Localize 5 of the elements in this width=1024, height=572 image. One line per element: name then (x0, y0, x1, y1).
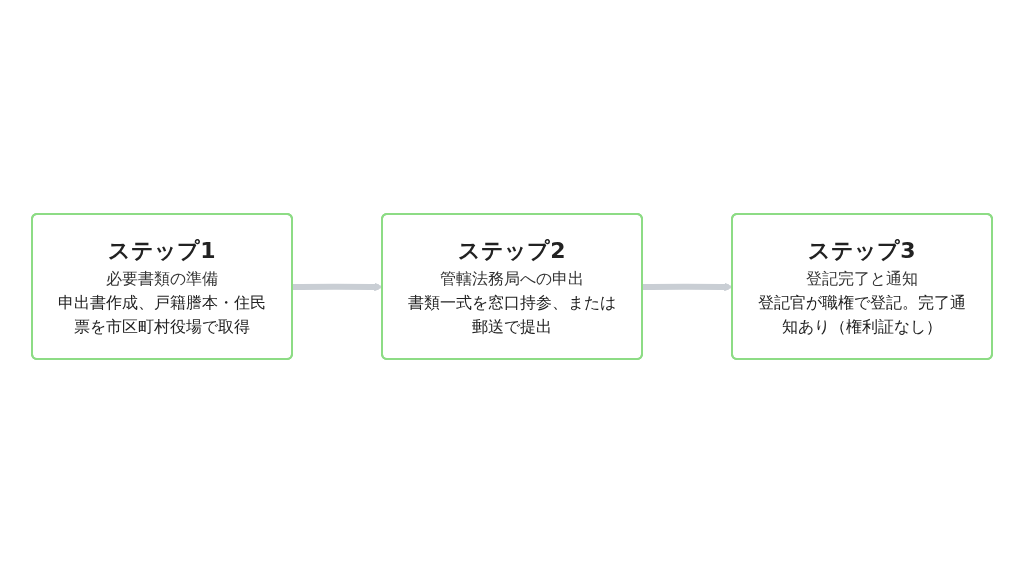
arrow (292, 282, 383, 291)
node-text: ステップ2 管轄法務局への申出 書類一式を窓口持参、または郵送で提出 (408, 237, 616, 336)
node-text: ステップ1 必要書類の準備 申出書作成、戸籍謄本・住民票を市区町村役場で取得 (58, 237, 266, 336)
arrow (642, 282, 733, 291)
node-text: ステップ3 登記完了と通知 登記官が職権で登記。完了通知あり（権利証なし） (758, 237, 966, 336)
